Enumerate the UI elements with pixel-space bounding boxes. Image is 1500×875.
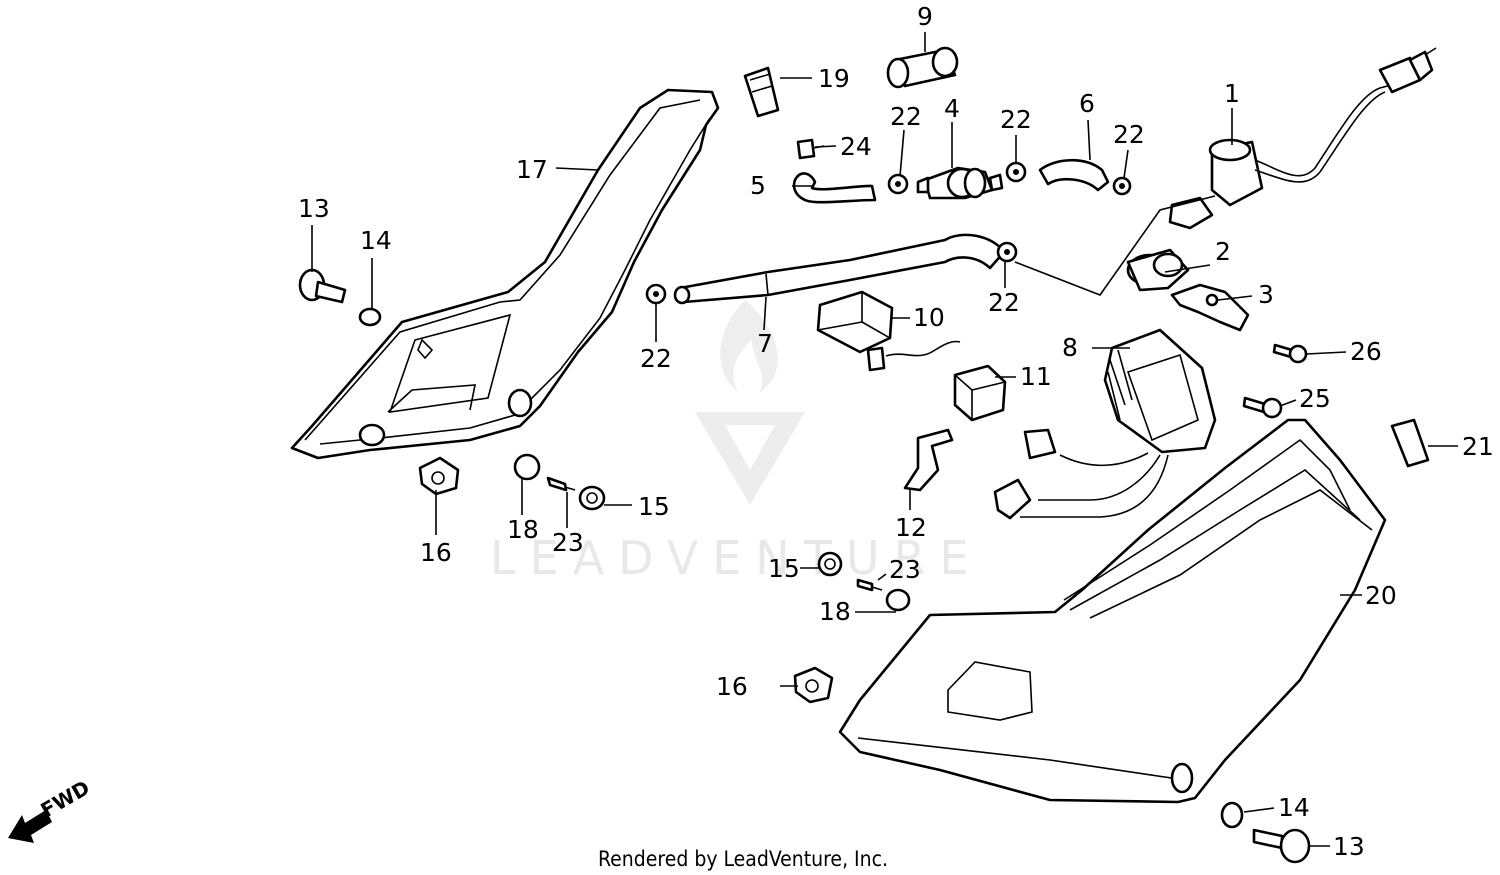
bracket-12 [903, 428, 954, 492]
callout-22a: 22 [890, 102, 922, 131]
bolt-13-right [1252, 828, 1311, 864]
footer-credit: Rendered by LeadVenture, Inc. [598, 847, 888, 871]
relay-11 [953, 364, 1007, 422]
callout-26: 26 [1350, 337, 1382, 366]
bolt-26 [1272, 343, 1308, 364]
callout-15-left: 15 [638, 492, 670, 521]
callout-7: 7 [757, 329, 773, 358]
forward-direction-arrow: FWD [8, 775, 94, 843]
callout-22c: 22 [1113, 120, 1145, 149]
bolt-25 [1242, 396, 1283, 419]
fwd-label: FWD [37, 775, 94, 822]
callout-12: 12 [895, 513, 927, 542]
clip-22b [1005, 161, 1027, 183]
callout-24: 24 [840, 132, 872, 161]
fuel-filter-4 [916, 166, 1004, 200]
hose-6 [1038, 158, 1110, 192]
callout-22d: 22 [988, 288, 1020, 317]
clip-22d [996, 241, 1018, 263]
washer-14-right [1220, 801, 1244, 829]
callout-16-mid: 16 [716, 672, 748, 701]
clip-22e [645, 283, 667, 305]
callout-18-left: 18 [507, 515, 539, 544]
band-19 [743, 66, 780, 118]
callout-23-left: 23 [552, 528, 584, 557]
regulator-8 [993, 328, 1217, 520]
callout-14-left: 14 [360, 226, 392, 255]
watermark-text: LEADVENTURE [490, 531, 983, 585]
callout-labels: 1 2 3 4 5 6 7 8 9 10 11 12 13 14 15 16 1… [298, 2, 1494, 861]
callout-17: 17 [516, 155, 548, 184]
callout-20: 20 [1365, 581, 1397, 610]
band-21 [1390, 418, 1430, 468]
collar-18-left [513, 453, 541, 481]
callout-23-mid: 23 [889, 555, 921, 584]
callout-5: 5 [750, 171, 766, 200]
side-cover-right-20 [838, 418, 1387, 804]
callout-9: 9 [917, 2, 933, 31]
callout-15-mid: 15 [768, 554, 800, 583]
callout-11: 11 [1020, 362, 1052, 391]
screw-23-left [546, 476, 576, 492]
hose-7 [673, 233, 1006, 305]
washer-14-left [358, 307, 382, 327]
callout-4: 4 [944, 94, 960, 123]
callout-19: 19 [818, 64, 850, 93]
hose-5 [792, 172, 877, 204]
nut-15-mid [817, 551, 843, 577]
grommet-16-left [418, 456, 460, 496]
bracket-3 [1170, 283, 1250, 332]
callout-16-left: 16 [420, 538, 452, 567]
callout-3: 3 [1258, 280, 1274, 309]
screw-23-mid [856, 578, 883, 592]
callout-18-mid: 18 [819, 597, 851, 626]
callout-1: 1 [1224, 79, 1240, 108]
callout-14-right: 14 [1278, 793, 1310, 822]
collar-18-mid [885, 588, 911, 612]
bolt-13-left [298, 268, 347, 304]
watermark-logo [695, 300, 805, 505]
cap-9 [886, 46, 959, 89]
callout-21: 21 [1462, 432, 1494, 461]
callout-2: 2 [1215, 237, 1231, 266]
callout-22b: 22 [1000, 105, 1032, 134]
callout-25: 25 [1299, 384, 1331, 413]
clip-22c [1112, 176, 1132, 196]
clip-24 [796, 138, 825, 160]
ignition-switch-1 [1168, 47, 1437, 230]
leader-lines [311, 32, 1458, 847]
callout-13-right: 13 [1333, 832, 1365, 861]
clip-22a [887, 173, 909, 195]
grommet-16-mid [793, 666, 834, 704]
side-cover-left-17 [290, 88, 720, 460]
callout-22e: 22 [640, 344, 672, 373]
boot-2 [1126, 248, 1190, 292]
callout-13-left: 13 [298, 194, 330, 223]
callout-10: 10 [913, 303, 945, 332]
callout-6: 6 [1079, 89, 1095, 118]
callout-8: 8 [1062, 333, 1078, 362]
relay-10 [816, 290, 961, 372]
nut-15-left [578, 485, 606, 511]
